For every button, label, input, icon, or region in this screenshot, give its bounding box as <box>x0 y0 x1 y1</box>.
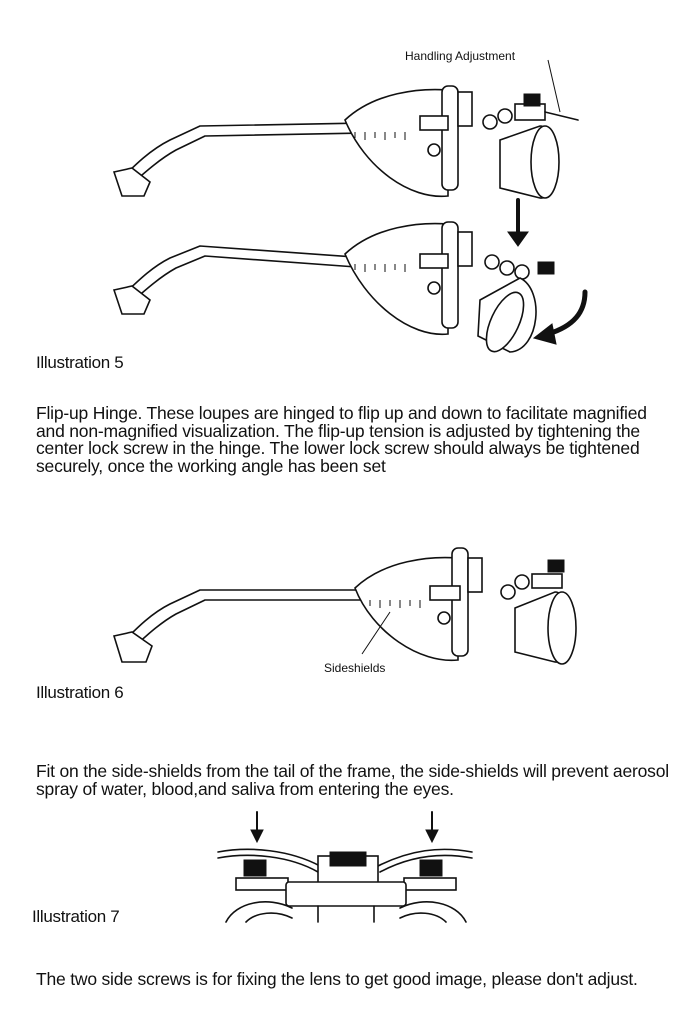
loupe-bridge-front-view <box>217 848 473 923</box>
sideshields-leader-line <box>361 611 391 655</box>
illustration-5-drawing: Handling Adjustment <box>112 49 588 353</box>
left-down-arrow-icon <box>250 811 264 844</box>
illustration-5-paragraph: Flip-up Hinge. These loupes are hinged t… <box>36 403 647 476</box>
right-down-arrow-icon <box>425 811 439 844</box>
handling-adjustment-label: Handling Adjustment <box>405 49 516 63</box>
sideshields-label: Sideshields <box>324 661 385 675</box>
illustration-6-paragraph: Fit on the side-shields from the tail of… <box>36 761 669 799</box>
illustration-7-paragraph: The two side screws is for fixing the le… <box>36 969 638 989</box>
illustration-6-drawing: Sideshields <box>112 547 577 675</box>
illustration-7-caption: Illustration 7 <box>32 907 120 926</box>
down-arrow-icon <box>507 198 529 247</box>
illustration-6-caption: Illustration 6 <box>36 683 124 702</box>
curved-arrow-icon <box>532 289 588 345</box>
handling-leader-line <box>547 59 561 113</box>
loupe-side-view-upper <box>112 85 579 199</box>
loupe-side-view-lower <box>112 221 555 353</box>
illustration-5-caption: Illustration 5 <box>36 353 124 372</box>
loupe-with-sideshields <box>112 547 577 665</box>
illustration-7-drawing <box>217 811 473 923</box>
